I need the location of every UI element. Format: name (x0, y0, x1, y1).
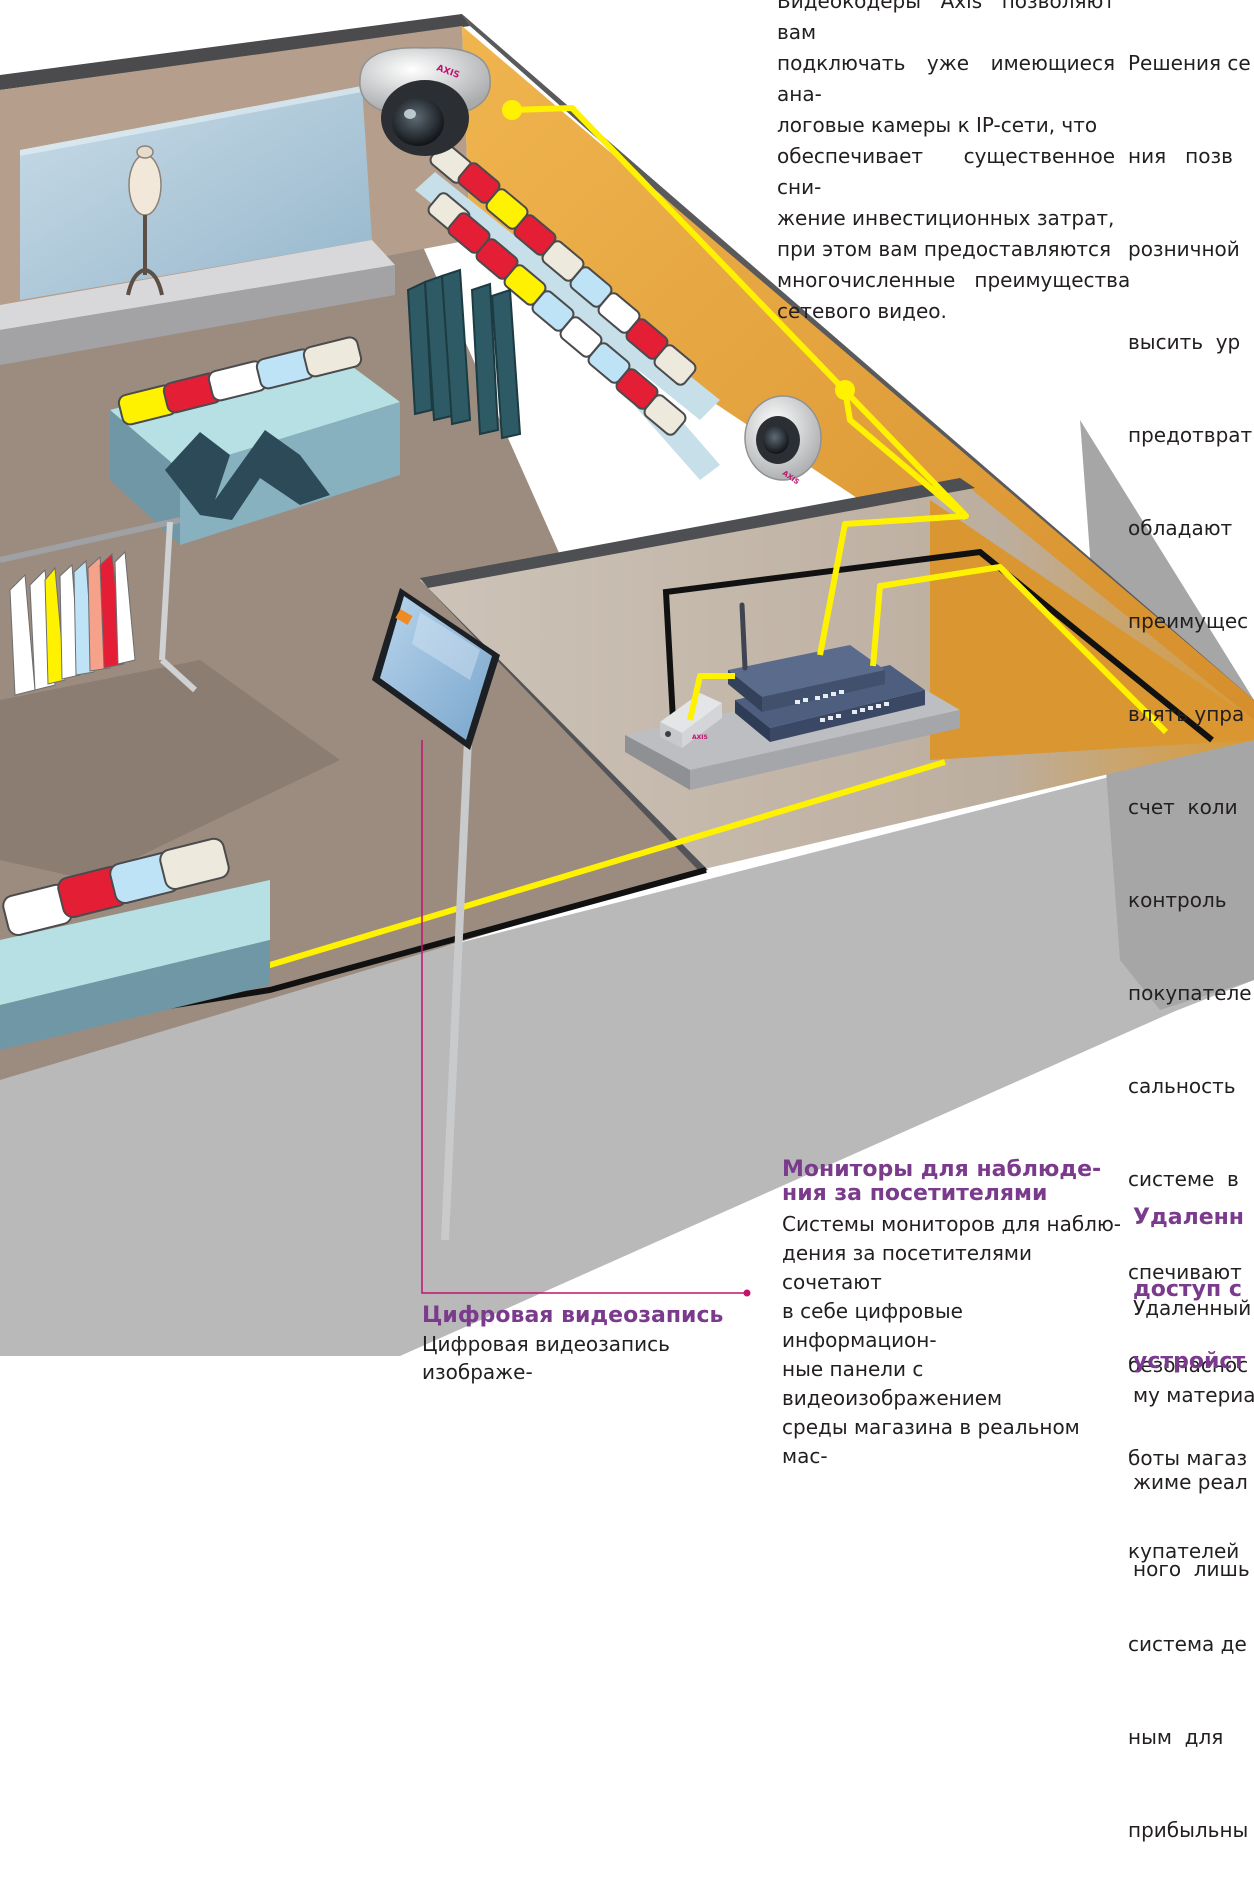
solutions-line: прибыльны (1128, 1818, 1249, 1842)
solutions-line: преимущес (1128, 609, 1249, 633)
dvr-description: Цифровая видеозапись изображе- (422, 1332, 670, 1384)
solutions-line: предотврат (1128, 423, 1253, 447)
solutions-line: системе в (1128, 1167, 1239, 1191)
solutions-line: система де (1128, 1632, 1247, 1656)
equipment-shelf-front (625, 735, 690, 790)
remote-line: ного лишь (1133, 1557, 1250, 1581)
front-display-table (0, 880, 270, 1050)
cable-junction-dome (502, 100, 522, 120)
solutions-line: покупателе (1128, 981, 1252, 1005)
encoders-line: обеспечивает существенное сни- (777, 144, 1115, 199)
monitors-description: Системы мониторов для наблю- дения за по… (782, 1210, 1122, 1471)
solutions-line: контроль (1128, 888, 1227, 912)
encoders-line: многочисленные преимущества (777, 268, 1131, 292)
solutions-line: влять упра (1128, 702, 1245, 726)
dome-camera (359, 47, 491, 156)
solutions-line: обладают (1128, 516, 1233, 540)
remote-access-description: Удаленный му материа жиме реал ного лишь (1133, 1236, 1254, 1613)
solutions-line: сальность (1128, 1074, 1236, 1098)
floor-rug (0, 660, 340, 880)
solutions-line: розничной (1128, 237, 1240, 261)
monitors-line: Системы мониторов для наблю- (782, 1212, 1122, 1236)
monitors-heading: Мониторы для наблюде- ния за посетителям… (782, 1158, 1122, 1206)
equipment-shelf-side (690, 710, 960, 790)
encoders-line: логовые камеры к IP-сети, что (777, 113, 1098, 137)
monitors-heading-line: Мониторы для наблюде- (782, 1157, 1102, 1182)
solutions-line: высить ур (1128, 330, 1241, 354)
hanging-jeans (406, 268, 522, 440)
store-surveillance-illustration: AXIS (0, 14, 1254, 1356)
solutions-line: спечивают (1128, 1260, 1242, 1284)
dvr-heading: Цифровая видеозапись (422, 1303, 724, 1328)
outer-wall-front (0, 740, 1254, 1356)
mannequin (126, 145, 164, 296)
window-platform-front (0, 265, 395, 365)
encoders-line: жение инвестиционных затрат, (777, 206, 1115, 230)
monitors-line: ные панели с видеоизображением (782, 1357, 1003, 1410)
encoders-line: сетевого видео. (777, 299, 947, 323)
wall-top-back (0, 14, 470, 90)
solutions-line: ным для (1128, 1725, 1224, 1749)
encoder-brand-label: AXIS (692, 734, 708, 741)
solutions-line: Решения се (1128, 51, 1251, 75)
window-frame-stripe (20, 86, 362, 156)
encoders-description: Видеокодеры Axis позволяют вам подключат… (777, 0, 1131, 327)
folded-shirts-front (2, 837, 230, 937)
ethernet-ports (795, 690, 889, 722)
pointer-line (421, 740, 747, 1294)
remote-line: му материа (1133, 1383, 1254, 1407)
monitors-line: дения за посетителями сочетают (782, 1241, 1032, 1294)
remote-line: жиме реал (1133, 1470, 1248, 1494)
remote-line: Удаленный (1133, 1296, 1252, 1320)
network-router-top (728, 602, 885, 712)
black-cable-backroom (662, 548, 1214, 743)
wall-shelf-shirts (427, 142, 697, 436)
clothing-rack (0, 517, 198, 696)
folded-shirts-center (117, 336, 363, 426)
solutions-line: ния позв (1128, 144, 1233, 168)
monitors-heading-line: ния за посетителями (782, 1181, 1048, 1206)
monitors-line: среды магазина в реальном мас- (782, 1415, 1080, 1468)
encoders-line: при этом вам предоставляются (777, 237, 1112, 261)
solutions-line: счет коли (1128, 795, 1238, 819)
cable-junction-mini (835, 380, 855, 400)
encoders-line: Видеокодеры Axis позволяют вам (777, 0, 1115, 44)
remote-heading-line: доступ с (1133, 1277, 1242, 1302)
customer-monitor-display (372, 588, 500, 1241)
backroom-wall-top (420, 478, 975, 588)
pointer-dot (743, 1289, 751, 1297)
window-platform-top (0, 240, 395, 330)
mini-dome-camera (744, 395, 822, 481)
center-display-table (110, 350, 400, 545)
encoders-line: подключать уже имеющиеся ана- (777, 51, 1115, 106)
back-room-wall-orange (930, 500, 1254, 760)
monitors-line: в себе цифровые информацион- (782, 1299, 963, 1352)
remote-heading-line: Удаленн (1133, 1205, 1245, 1230)
